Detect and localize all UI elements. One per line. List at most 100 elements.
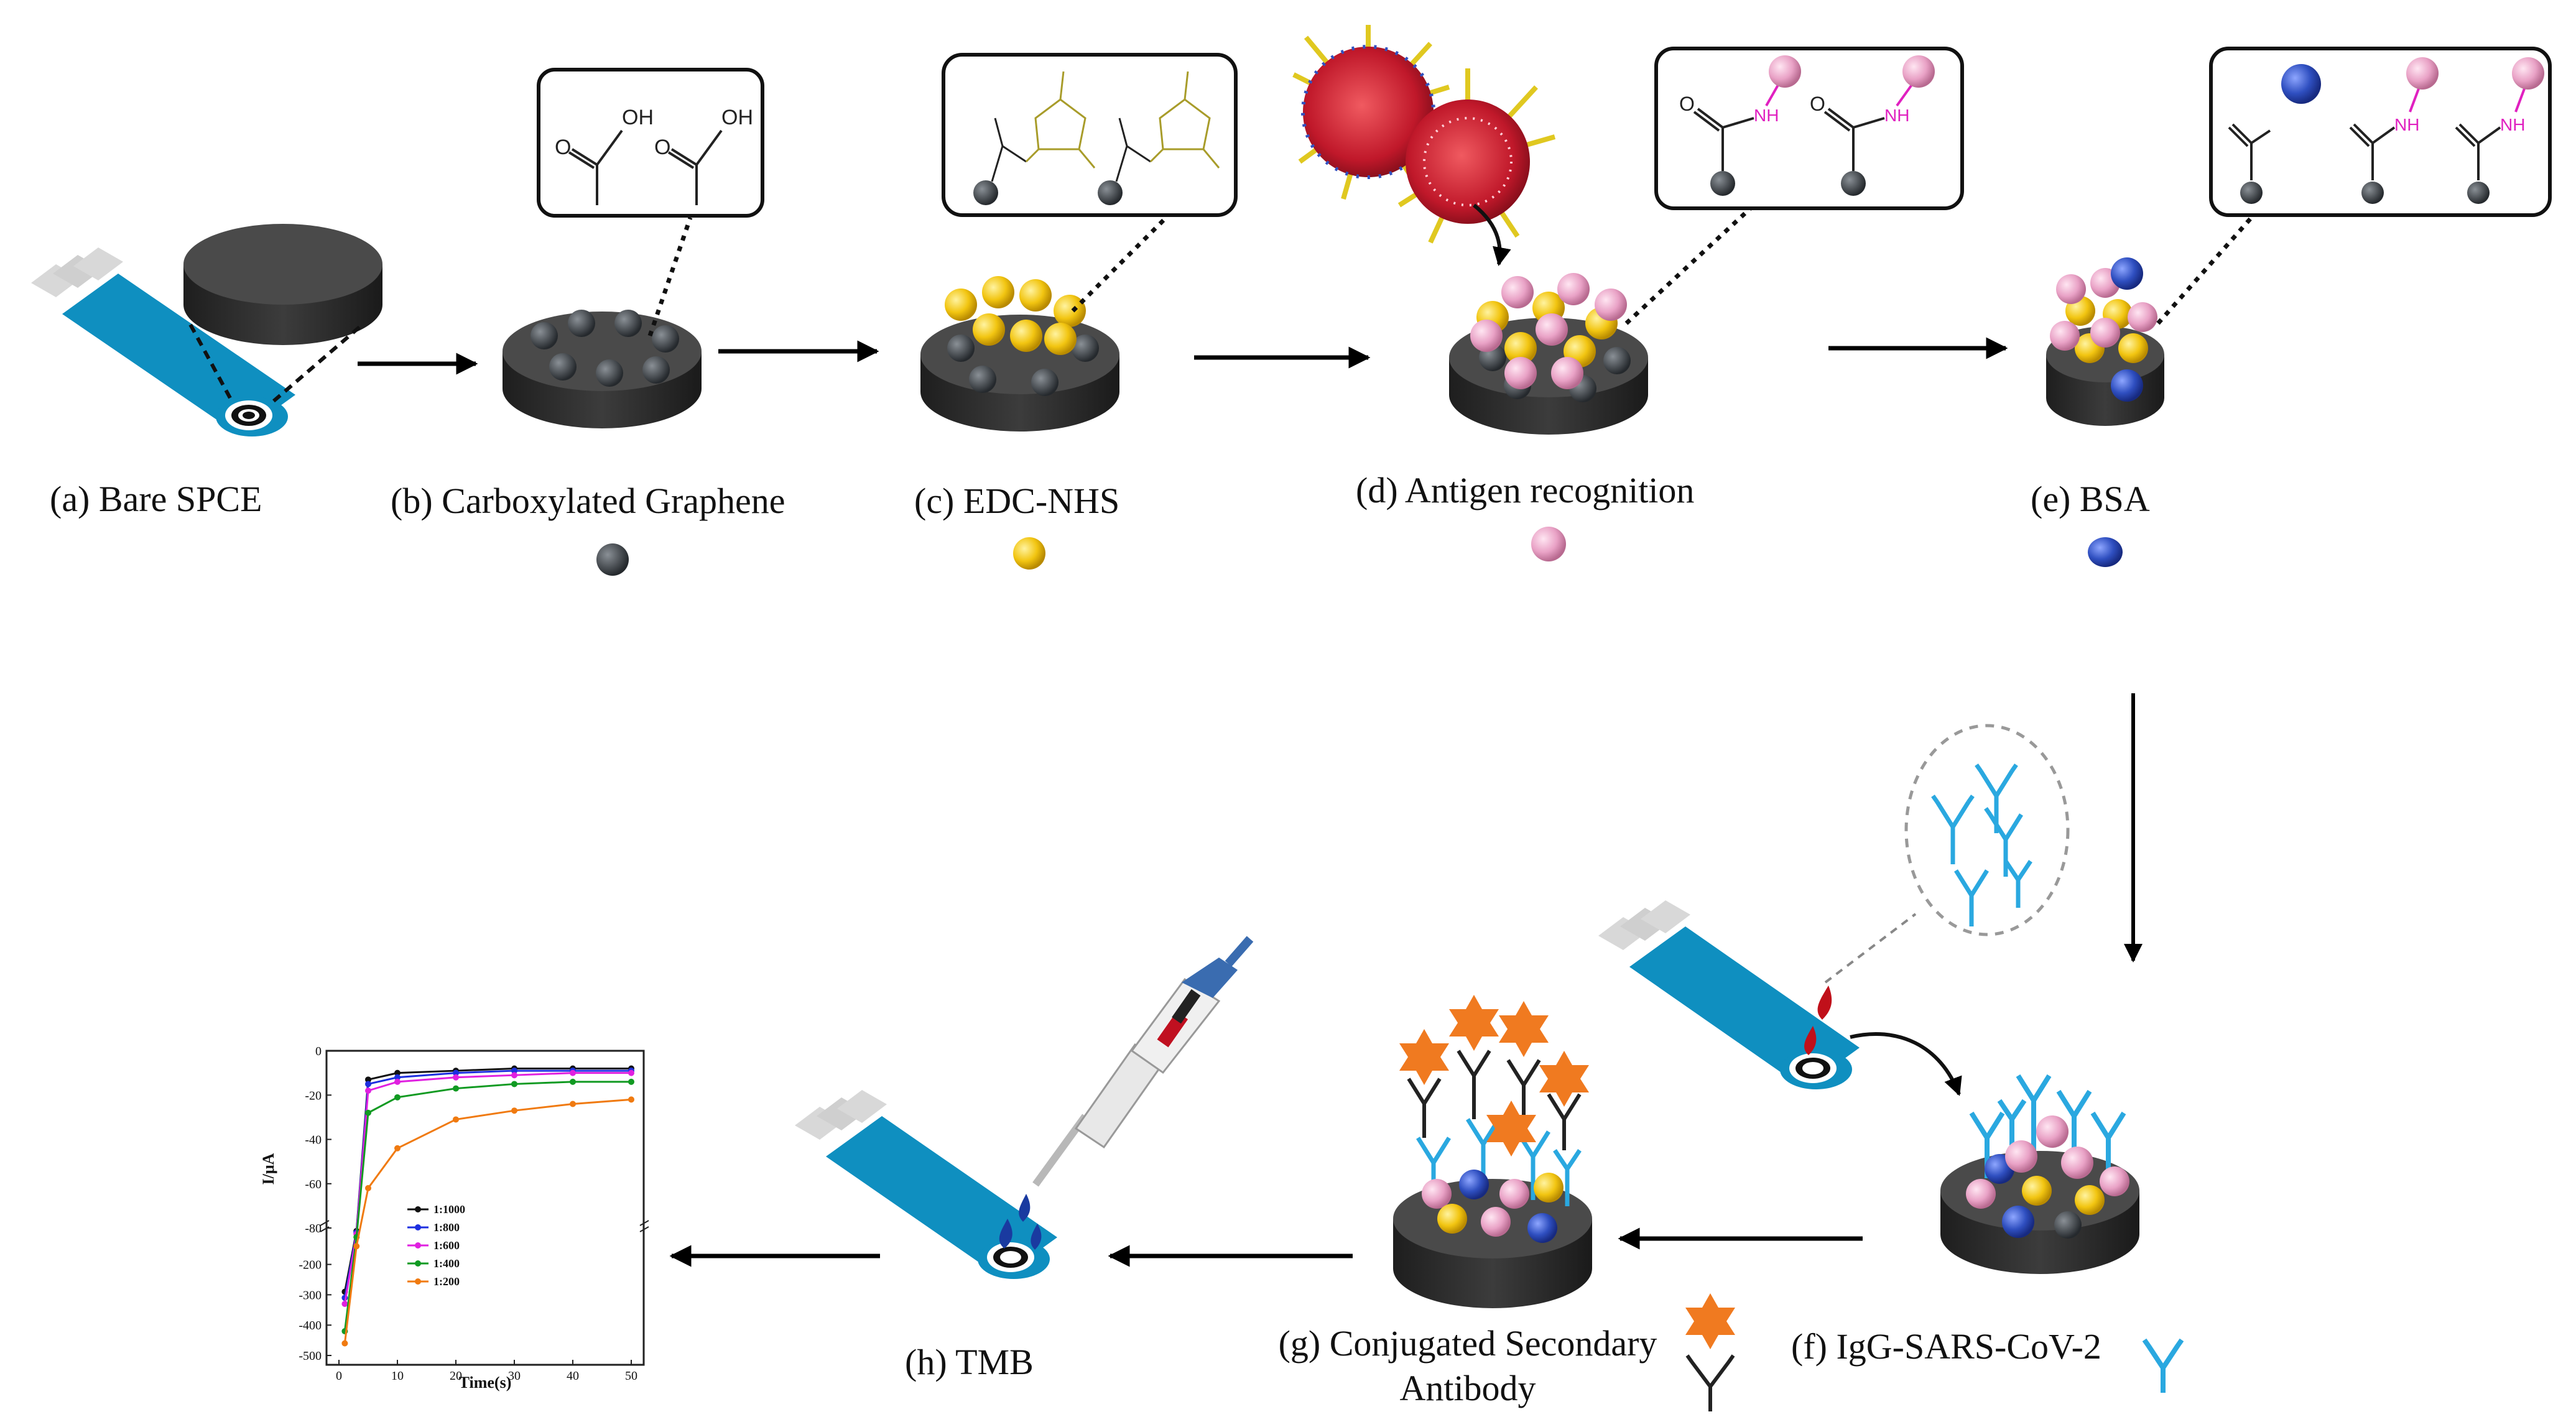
series-point bbox=[570, 1078, 576, 1085]
pipette-icon bbox=[1032, 936, 1254, 1187]
blood-drop-icon bbox=[1817, 986, 1832, 1020]
chem-oh-label: OH bbox=[622, 106, 654, 129]
y-tick-label: -60 bbox=[305, 1178, 322, 1191]
x-tick-label: 20 bbox=[450, 1369, 462, 1383]
x-axis-ticks: 0 10 20 30 40 50 bbox=[336, 1360, 637, 1383]
chem-oh-label: OH bbox=[721, 106, 753, 129]
series-point bbox=[365, 1184, 371, 1191]
legend-marker bbox=[415, 1242, 421, 1249]
amide-antigen-callout-box: NH NH O O bbox=[1654, 47, 1964, 210]
electrode-disc-large-icon bbox=[183, 224, 382, 345]
series-line-1:200 bbox=[343, 1098, 632, 1344]
graphene-particles bbox=[530, 310, 679, 387]
series-point bbox=[365, 1109, 371, 1116]
step-label-g-line2: Antibody bbox=[1399, 1368, 1536, 1408]
antibody-sample-callout bbox=[1904, 724, 2070, 936]
y-tick-label: -20 bbox=[305, 1089, 322, 1102]
chem-nh-label: NH bbox=[2500, 115, 2525, 134]
step-label-d: (d) Antigen recognition bbox=[1356, 470, 1694, 510]
zoom-line bbox=[2156, 216, 2253, 325]
step-label-e: (e) BSA bbox=[2031, 479, 2150, 519]
series-line-1:400 bbox=[343, 1081, 631, 1332]
series-point bbox=[453, 1069, 459, 1076]
tmb-drop-icon bbox=[1019, 1194, 1031, 1222]
graphene-legend-icon bbox=[596, 543, 629, 576]
step-d-antigen-electrode: NH NH O O bbox=[1292, 25, 1964, 561]
series-point bbox=[365, 1076, 371, 1083]
chem-nh-label: NH bbox=[1884, 106, 1909, 125]
series-point bbox=[394, 1145, 401, 1152]
step-e-bsa-electrode: NH NH bbox=[2046, 47, 2552, 567]
zoom-line bbox=[1624, 203, 1756, 325]
chem-o-label: O bbox=[1810, 93, 1825, 115]
series-point bbox=[394, 1078, 401, 1085]
y-axis-ticks-upper: 0 -20 -40 -60 -80 bbox=[305, 1045, 331, 1235]
legend-label: 1:1000 bbox=[433, 1203, 465, 1216]
legend-label: 1:600 bbox=[433, 1239, 460, 1252]
series-point bbox=[341, 1340, 348, 1347]
series-point bbox=[511, 1068, 517, 1074]
chem-nh-label: NH bbox=[2394, 115, 2419, 134]
x-axis-label: Time(s) bbox=[459, 1374, 512, 1392]
chem-o-label: O bbox=[1679, 93, 1695, 115]
y-tick-label: -80 bbox=[305, 1222, 322, 1235]
bsa-legend-icon bbox=[2088, 537, 2123, 567]
zoom-line bbox=[1824, 913, 1917, 984]
blood-drop-icon bbox=[1804, 1026, 1817, 1055]
y-tick-label: -400 bbox=[299, 1319, 322, 1332]
legend-label: 1:400 bbox=[433, 1257, 460, 1270]
antigen-particles bbox=[1470, 273, 1631, 402]
bsa-block-callout-box: NH NH bbox=[2209, 47, 2552, 217]
step-label-g-line1: (g) Conjugated Secondary bbox=[1279, 1323, 1657, 1364]
conjugated-antibody-legend-icon bbox=[1685, 1293, 1735, 1411]
chem-o-label: O bbox=[555, 136, 571, 159]
edc-nhs-particles bbox=[945, 276, 1099, 396]
zoom-line bbox=[272, 321, 365, 403]
tmb-drop-icon bbox=[1031, 1224, 1042, 1250]
series-point bbox=[511, 1107, 517, 1114]
step-a-bare-spce bbox=[31, 224, 382, 436]
y-tick-label: -500 bbox=[299, 1349, 322, 1363]
chart-plot-area bbox=[325, 1050, 645, 1366]
spce-strip-icon bbox=[1598, 900, 1860, 1089]
y-axis-label: I/μA bbox=[259, 1153, 277, 1184]
x-tick-label: 10 bbox=[391, 1369, 404, 1383]
step-label-c: (c) EDC-NHS bbox=[914, 481, 1119, 521]
legend-label: 1:800 bbox=[433, 1221, 460, 1234]
chem-nh-label: NH bbox=[1754, 106, 1779, 125]
zoom-line bbox=[647, 216, 693, 337]
igg-bound-electrode bbox=[1940, 1074, 2139, 1274]
series-point bbox=[511, 1081, 517, 1087]
series-point bbox=[341, 1301, 348, 1308]
series-point bbox=[365, 1081, 371, 1087]
x-tick-label: 50 bbox=[625, 1369, 637, 1383]
x-tick-label: 30 bbox=[508, 1369, 521, 1383]
y-tick-label: 0 bbox=[315, 1045, 322, 1058]
axis-break-mark bbox=[639, 1220, 649, 1232]
series-point bbox=[628, 1078, 634, 1085]
tmb-drop-icon bbox=[999, 1219, 1012, 1249]
arrow-virus-to-electrode bbox=[1473, 203, 1511, 266]
step-g-secondary-antibody-electrode bbox=[1393, 995, 1735, 1411]
y-tick-label: -200 bbox=[299, 1258, 322, 1272]
zoom-line bbox=[1071, 216, 1168, 313]
y-tick-label: -40 bbox=[305, 1133, 322, 1147]
series-point bbox=[511, 1072, 517, 1079]
step-label-h: (h) TMB bbox=[905, 1342, 1034, 1382]
x-tick-label: 40 bbox=[567, 1369, 579, 1383]
arrow-sample-to-electrode bbox=[1850, 1032, 1962, 1096]
step-h-tmb bbox=[795, 936, 1254, 1279]
series-point bbox=[628, 1069, 634, 1076]
series-point bbox=[453, 1116, 459, 1123]
axis-break-mark bbox=[320, 1220, 330, 1232]
step-f-igg-sample bbox=[1598, 724, 2184, 1393]
x-tick-label: 0 bbox=[336, 1369, 342, 1383]
legend-marker bbox=[415, 1224, 421, 1230]
step-c-edc-nhs-electrode bbox=[920, 53, 1238, 570]
legend-marker bbox=[415, 1278, 421, 1285]
coronavirus-icon bbox=[1292, 25, 1556, 244]
series-point bbox=[353, 1243, 360, 1250]
